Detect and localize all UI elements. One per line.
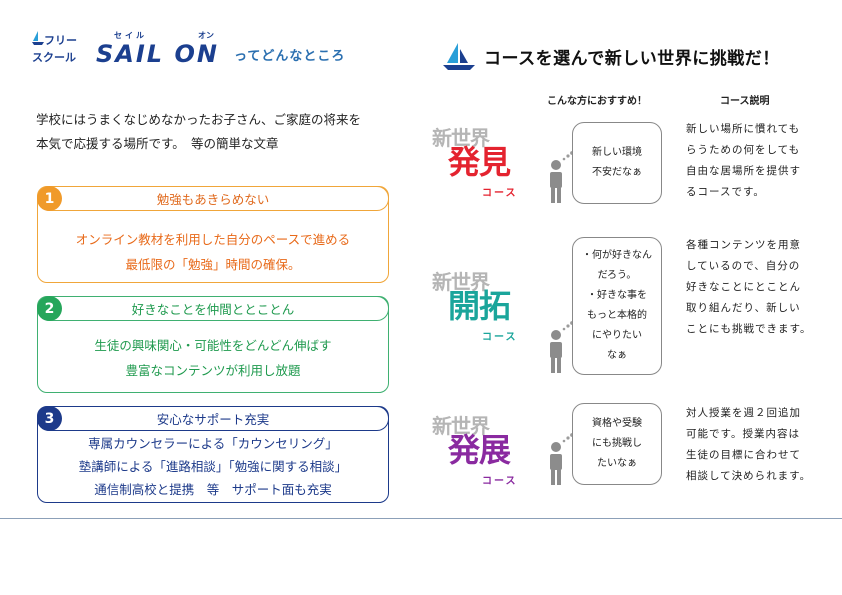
column-header-description: コース説明 <box>720 96 770 107</box>
intro-line: 学校にはうまくなじめなかったお子さん、ご家庭の将来を <box>36 112 362 127</box>
bubble-line: ・好きな事を <box>587 290 647 301</box>
course-suffix: コース <box>482 476 518 487</box>
person-icon <box>550 321 574 373</box>
desc-line: 新しい場所に慣れても <box>686 123 801 135</box>
speech-bubble: 新しい環境 不安だなぁ <box>572 122 662 204</box>
feature-number-badge: 3 <box>37 406 62 431</box>
desc-line: るコースです。 <box>686 186 765 198</box>
desc-line: 生徒の目標に合わせて <box>686 449 801 461</box>
desc-line: 対人授業を週２回追加 <box>686 407 801 419</box>
course-name: 開拓 <box>448 287 511 325</box>
feature-box-2: 好きなことを仲間ととことん 2 生徒の興味関心・可能性をどんどん伸ばす 豊富なコ… <box>37 296 389 393</box>
desc-line: ことにも挑戦できます。 <box>686 323 812 335</box>
desc-line: 好きなことにとことん <box>686 281 801 293</box>
feature-line: 豊富なコンテンツが利用し放題 <box>125 363 301 378</box>
course-suffix: コース <box>482 332 518 343</box>
desc-line: らうための何をしても <box>686 144 801 156</box>
bubble-line: にやりたい <box>592 330 642 341</box>
bubble-line: 資格や受験 <box>592 418 642 429</box>
feature-body: オンライン教材を利用した自分のペースで進める 最低限の「勉強」時間の確保。 <box>38 227 388 277</box>
feature-body: 専属カウンセラーによる「カウンセリング」 塾講師による「進路相談」「勉強に関する… <box>38 432 388 501</box>
course-hatten: 新世界 発展 コース <box>430 410 530 490</box>
desc-line: 各種コンテンツを用意 <box>686 239 801 251</box>
logo: フリー スクール セイル オン SAIL ON ってどんなところ <box>30 30 390 70</box>
feature-title: 安心なサポート充実 <box>37 406 389 431</box>
desc-line: 自由な居場所を提供す <box>686 165 801 177</box>
course-description: 対人授業を週２回追加 可能です。授業内容は 生徒の目標に合わせて 相談して決めら… <box>686 403 826 487</box>
feature-line: 塾講師による「進路相談」「勉強に関する相談」 <box>78 459 348 474</box>
feature-line: オンライン教材を利用した自分のペースで進める <box>75 232 351 247</box>
logo-sub-school: スクール <box>32 51 76 64</box>
intro-line: 本気で応援する場所です。 等の簡単な文章 <box>36 136 279 151</box>
course-name: 発見 <box>448 143 511 181</box>
bubble-line: だろう。 <box>597 270 637 281</box>
speech-bubble: ・何が好きなん だろう。 ・好きな事を もっと本格的 にやりたい なぁ <box>572 237 662 375</box>
logo-kana-sail: セイル <box>114 31 147 40</box>
course-kaitaku: 新世界 開拓 コース <box>430 266 530 346</box>
bottom-divider <box>0 518 842 519</box>
feature-line: 最低限の「勉強」時間の確保。 <box>125 257 301 272</box>
bubble-line: 不安だなぁ <box>592 167 642 178</box>
intro-text: 学校にはうまくなじめなかったお子さん、ご家庭の将来を 本気で応援する場所です。 … <box>36 108 416 156</box>
logo-sub-free: フリー <box>44 34 77 47</box>
course-description: 各種コンテンツを用意 しているので、自分の 好きなことにとことん 取り組んだり、… <box>686 235 826 340</box>
column-header-recommend: こんな方におすすめ！ <box>547 96 647 107</box>
desc-line: しているので、自分の <box>686 260 801 272</box>
course-section-title: コースを選んで新しい世界に挑戦だ！ <box>442 40 780 72</box>
person-icon <box>550 433 574 485</box>
course-prefix: 新世界 <box>432 270 490 294</box>
course-prefix: 新世界 <box>432 414 490 438</box>
feature-number-badge: 1 <box>37 186 62 211</box>
feature-title: 好きなことを仲間ととことん <box>37 296 389 321</box>
feature-box-1: 勉強もあきらめない 1 オンライン教材を利用した自分のペースで進める 最低限の「… <box>37 186 389 283</box>
logo-tagline: ってどんなところ <box>234 49 346 64</box>
course-name: 発展 <box>448 431 511 469</box>
sailboat-icon <box>443 43 475 70</box>
course-description: 新しい場所に慣れても らうための何をしても 自由な居場所を提供す るコースです。 <box>686 119 826 203</box>
feature-number-badge: 2 <box>37 296 62 321</box>
feature-box-3: 安心なサポート充実 3 専属カウンセラーによる「カウンセリング」 塾講師による「… <box>37 406 389 503</box>
sailboat-icon <box>32 31 44 45</box>
course-prefix: 新世界 <box>432 126 490 150</box>
logo-kana-on: オン <box>198 31 214 40</box>
feature-line: 通信制高校と提携 等 サポート面も充実 <box>94 482 332 497</box>
bubble-line: もっと本格的 <box>587 310 647 321</box>
bubble-line: たいなぁ <box>597 458 637 469</box>
course-hakken: 新世界 発見 コース <box>430 122 530 202</box>
speech-bubble: 資格や受験 にも挑戦し たいなぁ <box>572 403 662 485</box>
desc-line: 可能です。授業内容は <box>686 428 800 440</box>
bubble-line: なぁ <box>607 350 627 361</box>
bubble-line: ・何が好きなん <box>582 250 652 261</box>
bubble-line: 新しい環境 <box>592 147 642 158</box>
logo-wordmark: SAIL ON <box>96 40 219 68</box>
course-suffix: コース <box>482 188 518 199</box>
feature-line: 専属カウンセラーによる「カウンセリング」 <box>88 436 338 451</box>
feature-line: 生徒の興味関心・可能性をどんどん伸ばす <box>94 338 332 353</box>
desc-line: 取り組んだり、新しい <box>686 302 801 314</box>
person-icon <box>550 151 574 203</box>
desc-line: 相談して決められます。 <box>686 470 812 482</box>
feature-title: 勉強もあきらめない <box>37 186 389 211</box>
feature-body: 生徒の興味関心・可能性をどんどん伸ばす 豊富なコンテンツが利用し放題 <box>38 333 388 383</box>
course-title-text: コースを選んで新しい世界に挑戦だ！ <box>484 48 780 69</box>
bubble-line: にも挑戦し <box>592 438 642 449</box>
